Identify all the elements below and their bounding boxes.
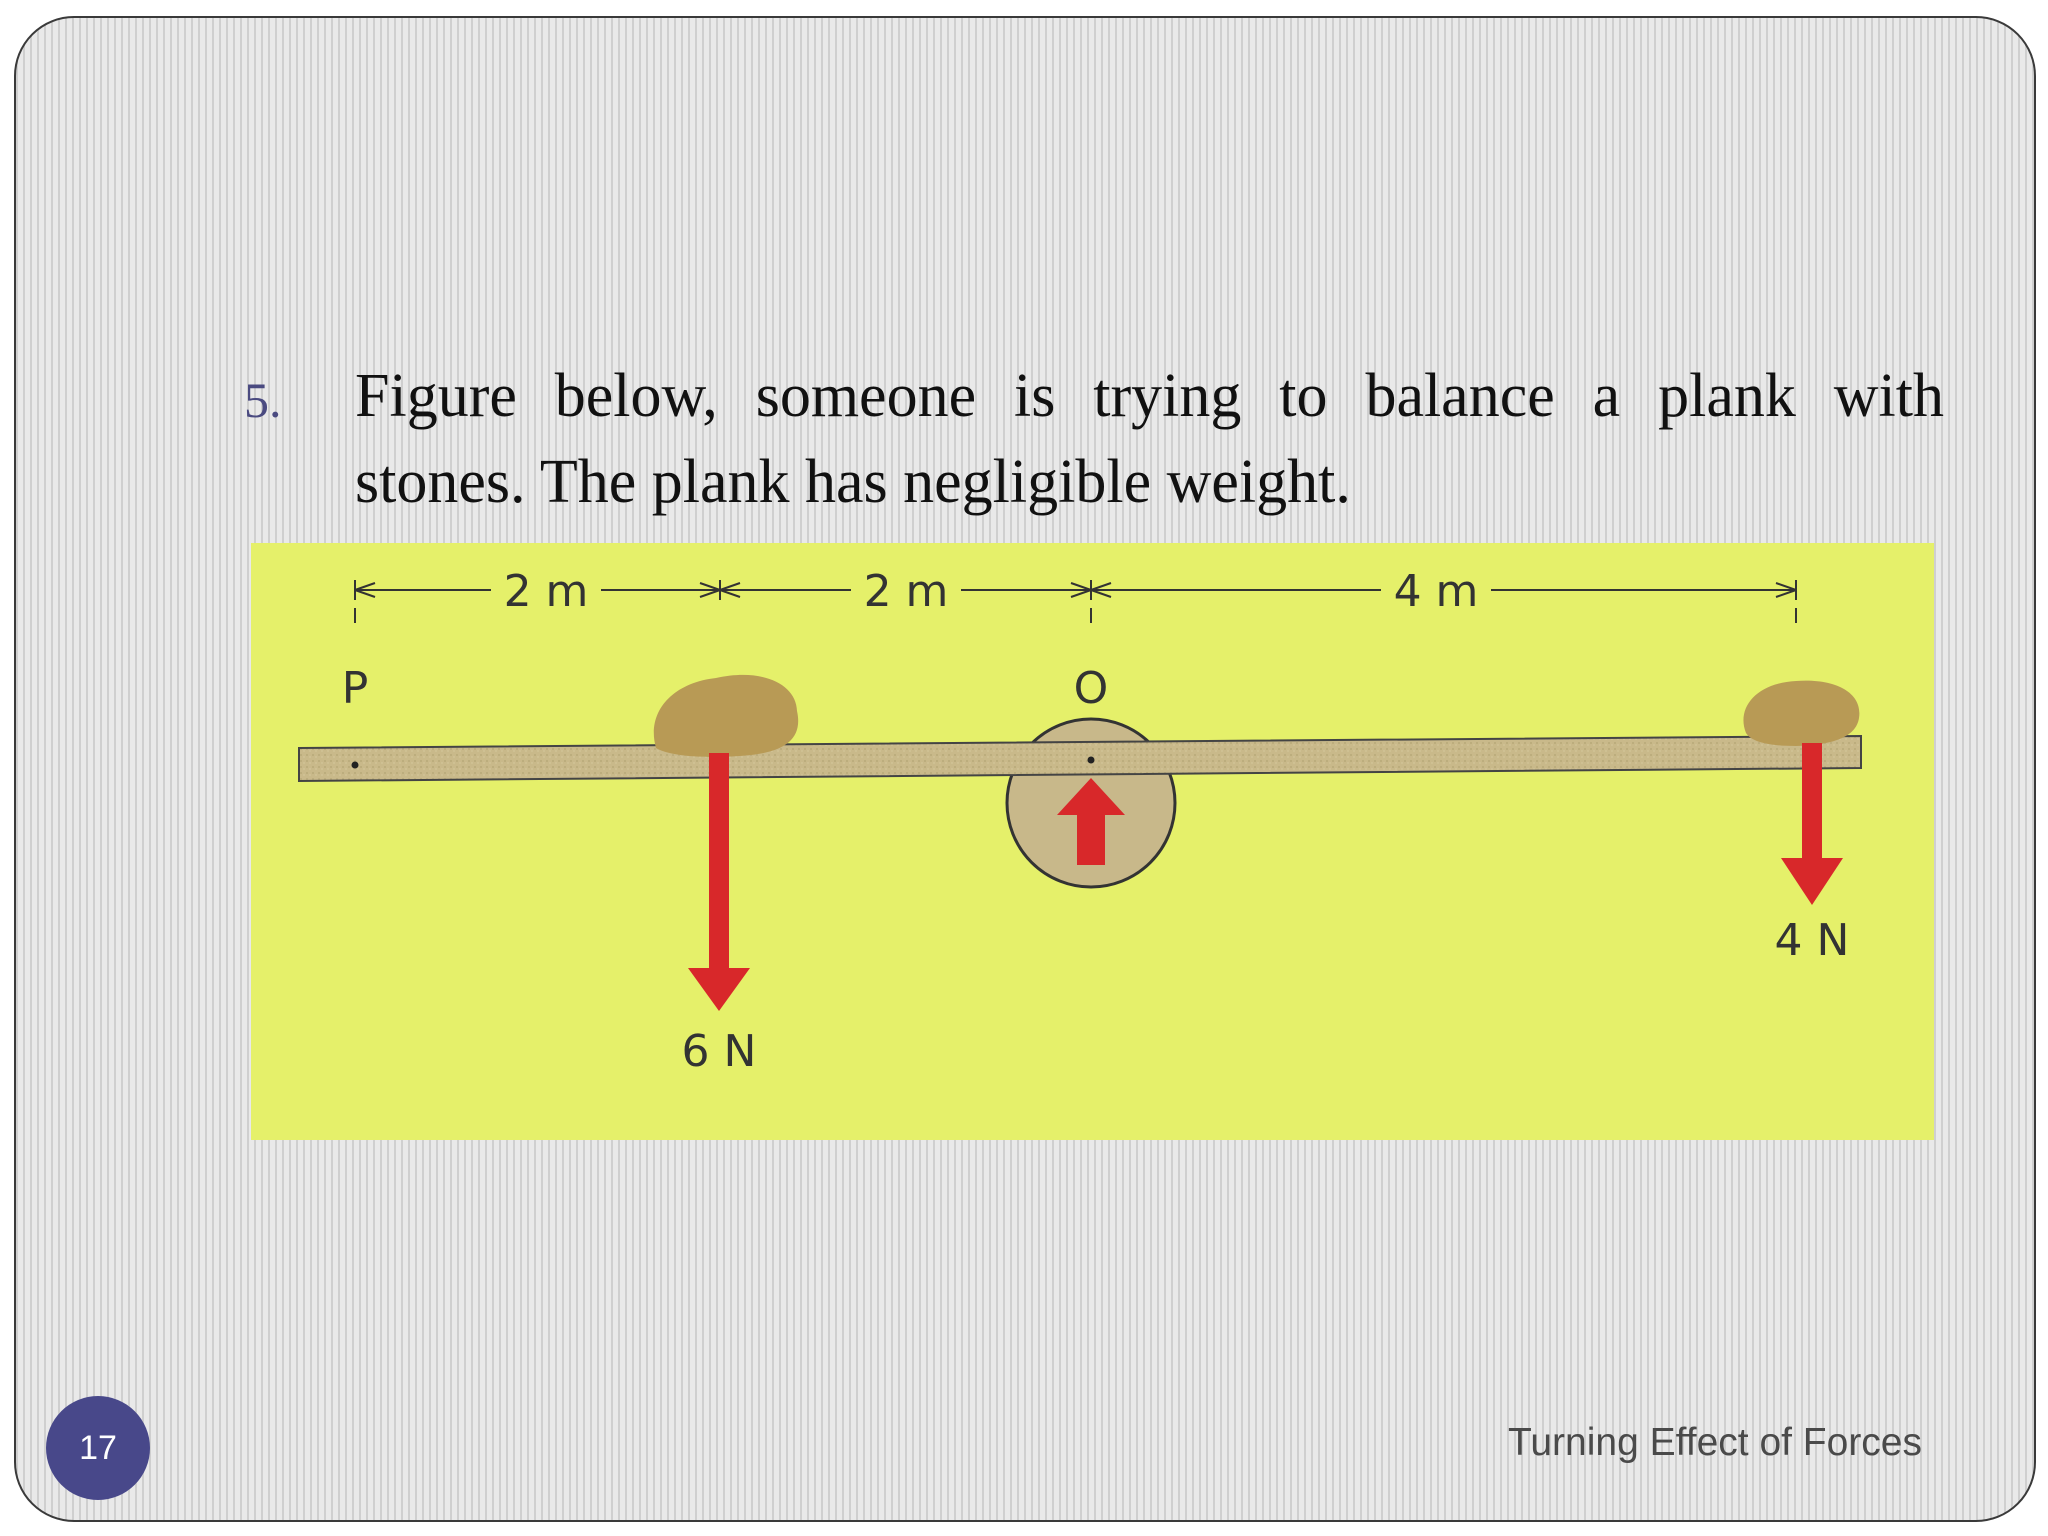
plank-balance-figure: 2 m 2 m 4 m P O — [251, 543, 1934, 1140]
left-stone — [653, 674, 799, 757]
distance-label-bg-3 — [1381, 568, 1491, 614]
force-label-4n: 4 N — [1775, 915, 1850, 966]
question-number: 5. — [244, 372, 282, 428]
question-text-line-2: stones. The plank has negligible weight. — [355, 448, 1351, 516]
distance-label-o-to-stone: 4 m — [1394, 566, 1479, 617]
slide: 5. Figure below, someone is trying to ba… — [14, 16, 2036, 1522]
pivot-reaction-arrow — [1057, 778, 1125, 865]
force-arrow-6n — [688, 753, 750, 1011]
distance-label-bg-1 — [491, 568, 601, 614]
force-arrow-4n — [1781, 743, 1843, 905]
point-p-dot — [351, 761, 359, 769]
point-label-o: O — [1074, 663, 1109, 714]
page-number-badge: 17 — [46, 1396, 150, 1500]
distance-label-bg-2 — [851, 568, 961, 614]
footer-title: Turning Effect of Forces — [1507, 1421, 1922, 1464]
plank-diagram: 2 m 2 m 4 m P O — [298, 566, 1862, 1077]
point-o-dot — [1087, 756, 1095, 764]
right-stone — [1743, 680, 1860, 746]
plank — [298, 734, 1862, 783]
force-label-6n: 6 N — [682, 1026, 757, 1077]
distance-label-p-to-stone: 2 m — [504, 566, 589, 617]
distance-label-stone-to-o: 2 m — [864, 566, 949, 617]
question-text-line-1: Figure below, someone is trying to balan… — [355, 362, 1944, 430]
point-label-p: P — [342, 663, 369, 714]
